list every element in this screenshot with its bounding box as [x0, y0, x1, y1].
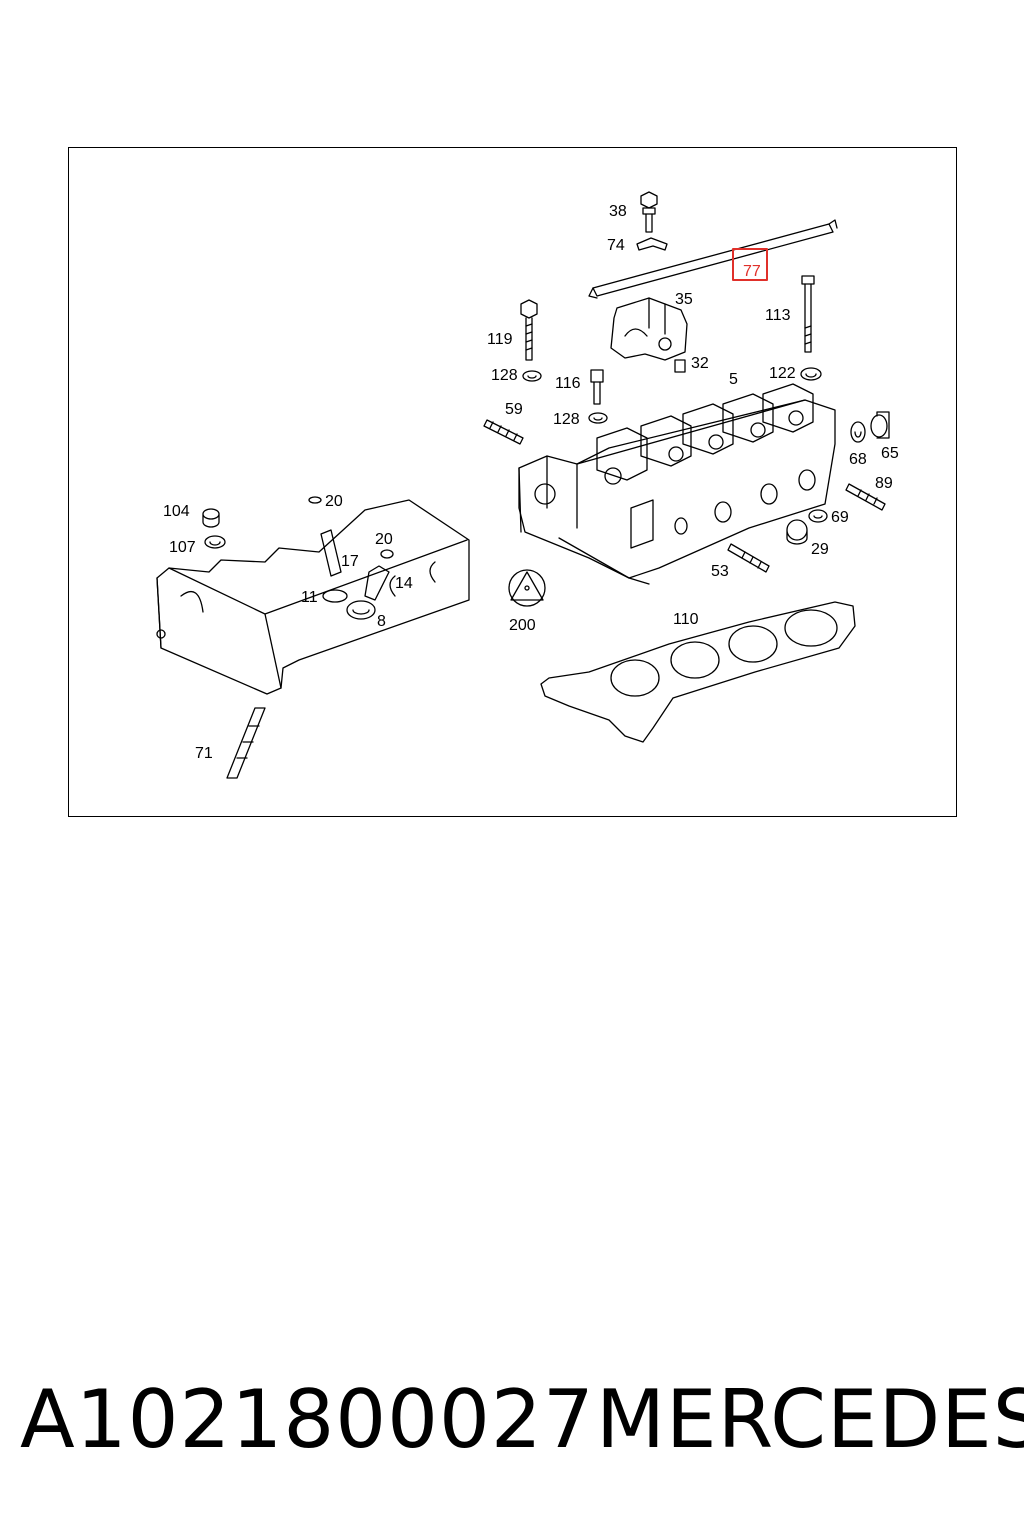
- callout-200[interactable]: 200: [509, 617, 536, 634]
- callout-29[interactable]: 29: [811, 541, 829, 558]
- callout-128-upper[interactable]: 128: [491, 367, 518, 384]
- callout-68[interactable]: 68: [849, 451, 867, 468]
- seal-68-drawing: [850, 421, 866, 443]
- bolt-116-drawing: [590, 369, 604, 405]
- callout-69[interactable]: 69: [831, 509, 849, 526]
- seal-8-drawing: [346, 600, 376, 620]
- cap-104-drawing: [202, 508, 220, 528]
- washer-128-upper-drawing: [522, 370, 542, 382]
- clip-20-upper-drawing: [308, 496, 322, 504]
- plug-29-drawing: [786, 519, 808, 545]
- callout-107[interactable]: 107: [169, 539, 196, 556]
- callout-77[interactable]: 77: [743, 263, 761, 280]
- callout-89[interactable]: 89: [875, 475, 893, 492]
- clip-20-lower-drawing: [380, 549, 394, 559]
- sleeve-17-drawing: [320, 529, 342, 577]
- stud-53-drawing: [727, 543, 770, 573]
- sleeve-32-drawing: [674, 359, 686, 373]
- head-gasket-110-drawing: [540, 601, 856, 743]
- part-footer: A1021800027 MERCEDES: [0, 1370, 1024, 1470]
- washer-69-drawing: [808, 509, 828, 523]
- callout-14[interactable]: 14: [395, 575, 413, 592]
- callout-128-lower[interactable]: 128: [553, 411, 580, 428]
- callout-32[interactable]: 32: [691, 355, 709, 372]
- clip-74-drawing: [636, 237, 668, 251]
- bearing-cap-35-drawing: [610, 297, 688, 361]
- bolt-38-drawing: [640, 191, 658, 233]
- callout-110[interactable]: 110: [673, 611, 699, 628]
- highlight-box-77: [732, 248, 768, 281]
- stud-89-drawing: [845, 483, 886, 511]
- callout-20-upper[interactable]: 20: [325, 493, 343, 510]
- callout-119[interactable]: 119: [487, 331, 513, 348]
- callout-65[interactable]: 65: [881, 445, 899, 462]
- callout-8[interactable]: 8: [377, 613, 386, 630]
- stud-59-drawing: [483, 419, 524, 445]
- callout-113[interactable]: 113: [765, 307, 791, 324]
- bolt-113-drawing: [801, 275, 815, 353]
- callout-17[interactable]: 17: [341, 553, 359, 570]
- seal-107-drawing: [204, 535, 226, 549]
- brand-name: MERCEDES: [596, 1373, 1024, 1466]
- part-number: A1021800027: [20, 1373, 595, 1466]
- callout-35[interactable]: 35: [675, 291, 693, 308]
- sleeve-14-drawing: [364, 565, 390, 601]
- exploded-diagram: 38 74 77 35 113 119 32 128 116 122 5 59 …: [156, 191, 899, 779]
- plug-65-drawing: [870, 411, 890, 439]
- callout-104[interactable]: 104: [163, 503, 190, 520]
- washer-128-lower-drawing: [588, 412, 608, 424]
- cylinder-head-5-drawing: [518, 383, 836, 585]
- o-ring-11-drawing: [322, 589, 348, 603]
- callout-11[interactable]: 11: [301, 589, 318, 606]
- tube-71-drawing: [226, 707, 266, 779]
- callout-74[interactable]: 74: [607, 237, 625, 254]
- washer-122-drawing: [800, 367, 822, 381]
- valve-cover-drawing: [156, 499, 470, 695]
- callout-116[interactable]: 116: [555, 375, 581, 392]
- diagram-frame: 38 74 77 35 113 119 32 128 116 122 5 59 …: [68, 147, 957, 817]
- rail-77-drawing: [588, 219, 838, 299]
- callout-5[interactable]: 5: [729, 371, 738, 388]
- plate-200-drawing: [508, 569, 546, 607]
- callout-71[interactable]: 71: [195, 745, 213, 762]
- callout-59[interactable]: 59: [505, 401, 523, 418]
- bolt-119-drawing: [520, 299, 538, 361]
- callout-122[interactable]: 122: [769, 365, 796, 382]
- callout-53[interactable]: 53: [711, 563, 729, 580]
- callout-20-lower[interactable]: 20: [375, 531, 393, 548]
- callout-38[interactable]: 38: [609, 203, 627, 220]
